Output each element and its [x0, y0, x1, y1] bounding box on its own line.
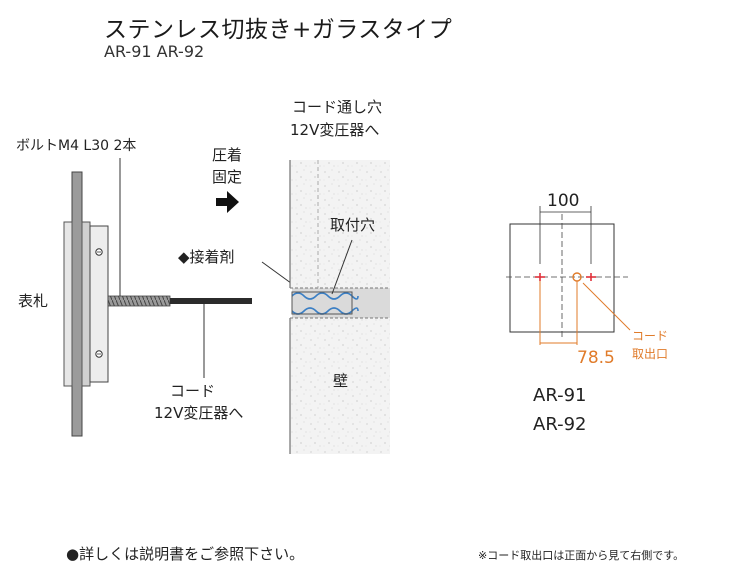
- wall-upper: [290, 160, 390, 288]
- cord: [170, 298, 252, 304]
- offset-dimension: 78.5: [577, 348, 615, 368]
- cord-hole-channel: [292, 288, 390, 318]
- note-outlet-side: ※コード取出口は正面から見て右側です。: [478, 548, 684, 562]
- back-plate: [81, 221, 91, 387]
- bolt-label: ボルトM4 L30 2本: [16, 138, 136, 154]
- cord-label-2: 12V変圧器へ: [154, 404, 243, 422]
- crimp-label-2: 固定: [212, 168, 242, 186]
- page-title: ステンレス切抜き+ガラスタイプ: [104, 17, 453, 43]
- glass-panel: [63, 221, 73, 387]
- crimp-label-1: 圧着: [212, 146, 242, 164]
- model-label-2: AR-92: [533, 414, 587, 435]
- hole-layout: [506, 206, 631, 345]
- bracket-screw-icon: [95, 350, 103, 358]
- arrow-right-icon: [216, 191, 239, 213]
- cord-hole-label-1: コード通し穴: [292, 98, 382, 116]
- cord-hole-label-2: 12V変圧器へ: [290, 121, 379, 139]
- bracket-screw-icon: [95, 248, 103, 256]
- outlet-label-2: 取出口: [632, 347, 668, 361]
- mount-point-icon: [586, 273, 596, 281]
- outlet-label-1: コード: [632, 329, 668, 343]
- wall-section: [289, 160, 390, 454]
- front-plate: [71, 171, 83, 437]
- note-detail: ●詳しくは説明書をご参照下さい。: [66, 545, 304, 563]
- bolt: [107, 295, 171, 307]
- mount-point-icon: [535, 273, 545, 281]
- wall-label: 壁: [333, 372, 348, 390]
- width-dimension: 100: [547, 191, 579, 211]
- wall-lower: [290, 318, 390, 454]
- model-label-1: AR-91: [533, 385, 587, 406]
- sign-label: 表札: [18, 292, 48, 310]
- cord-label-1: コード: [170, 382, 215, 400]
- adhesive-label: ◆接着剤: [178, 248, 235, 266]
- sign-side-view: [63, 158, 252, 437]
- model-numbers: AR-91 AR-92: [104, 42, 205, 61]
- mount-hole-label: 取付穴: [330, 216, 375, 234]
